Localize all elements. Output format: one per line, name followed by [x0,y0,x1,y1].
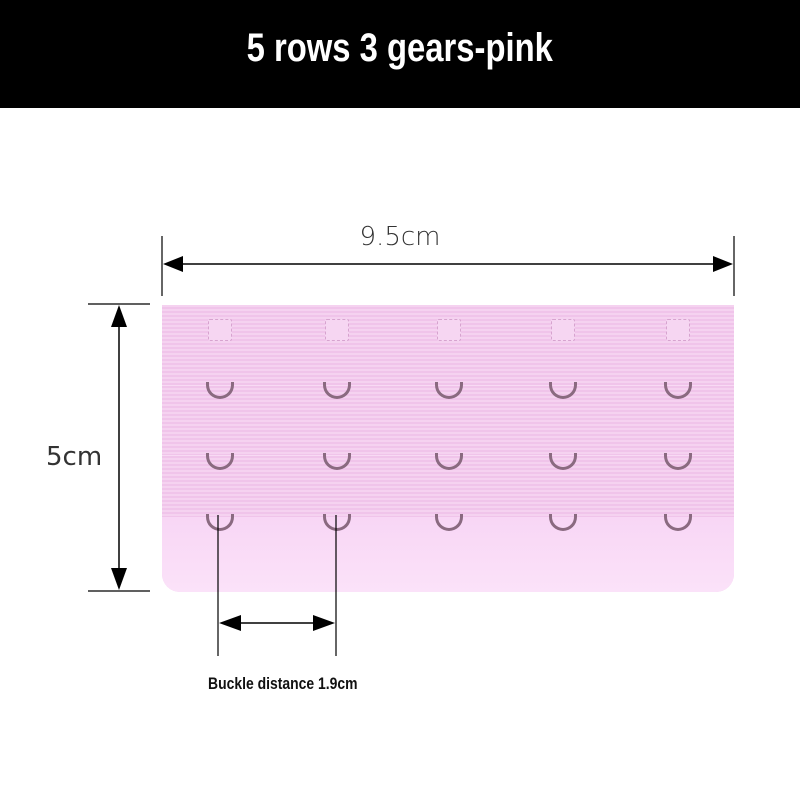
hook-tab [666,319,690,341]
hook-tab [208,319,232,341]
eye-ring-icon [206,382,234,399]
eye-ring-icon [206,453,234,470]
eye-ring-icon [664,453,692,470]
eye-ring-icon [435,382,463,399]
eye-ring-icon [664,382,692,399]
eye-ring-icon [664,514,692,531]
bra-extender-image [162,305,734,592]
buckle-distance-label: Buckle distance 1.9cm [208,674,358,693]
eye-ring-icon [323,382,351,399]
arrow-left-icon [163,256,183,272]
hook-tab [437,319,461,341]
hook-band [162,305,734,385]
arrow-left-icon [219,615,241,631]
eye-ring-icon [323,514,351,531]
width-label: 9.5cm [359,222,441,252]
arrow-right-icon [713,256,733,272]
eye-ring-icon [323,453,351,470]
eye-ring-icon [549,514,577,531]
page-title: 5 rows 3 gears-pink [246,25,554,70]
eye-ring-icon [435,453,463,470]
eye-ring-icon [206,514,234,531]
arrow-up-icon [111,305,127,327]
title-bar: 5 rows 3 gears-pink [0,0,800,108]
height-label: 5cm [46,442,103,472]
eye-ring-icon [549,382,577,399]
arrow-down-icon [111,568,127,590]
hook-tab [551,319,575,341]
eye-ring-icon [435,514,463,531]
eye-ring-icon [549,453,577,470]
arrow-right-icon [313,615,335,631]
hook-tab [325,319,349,341]
